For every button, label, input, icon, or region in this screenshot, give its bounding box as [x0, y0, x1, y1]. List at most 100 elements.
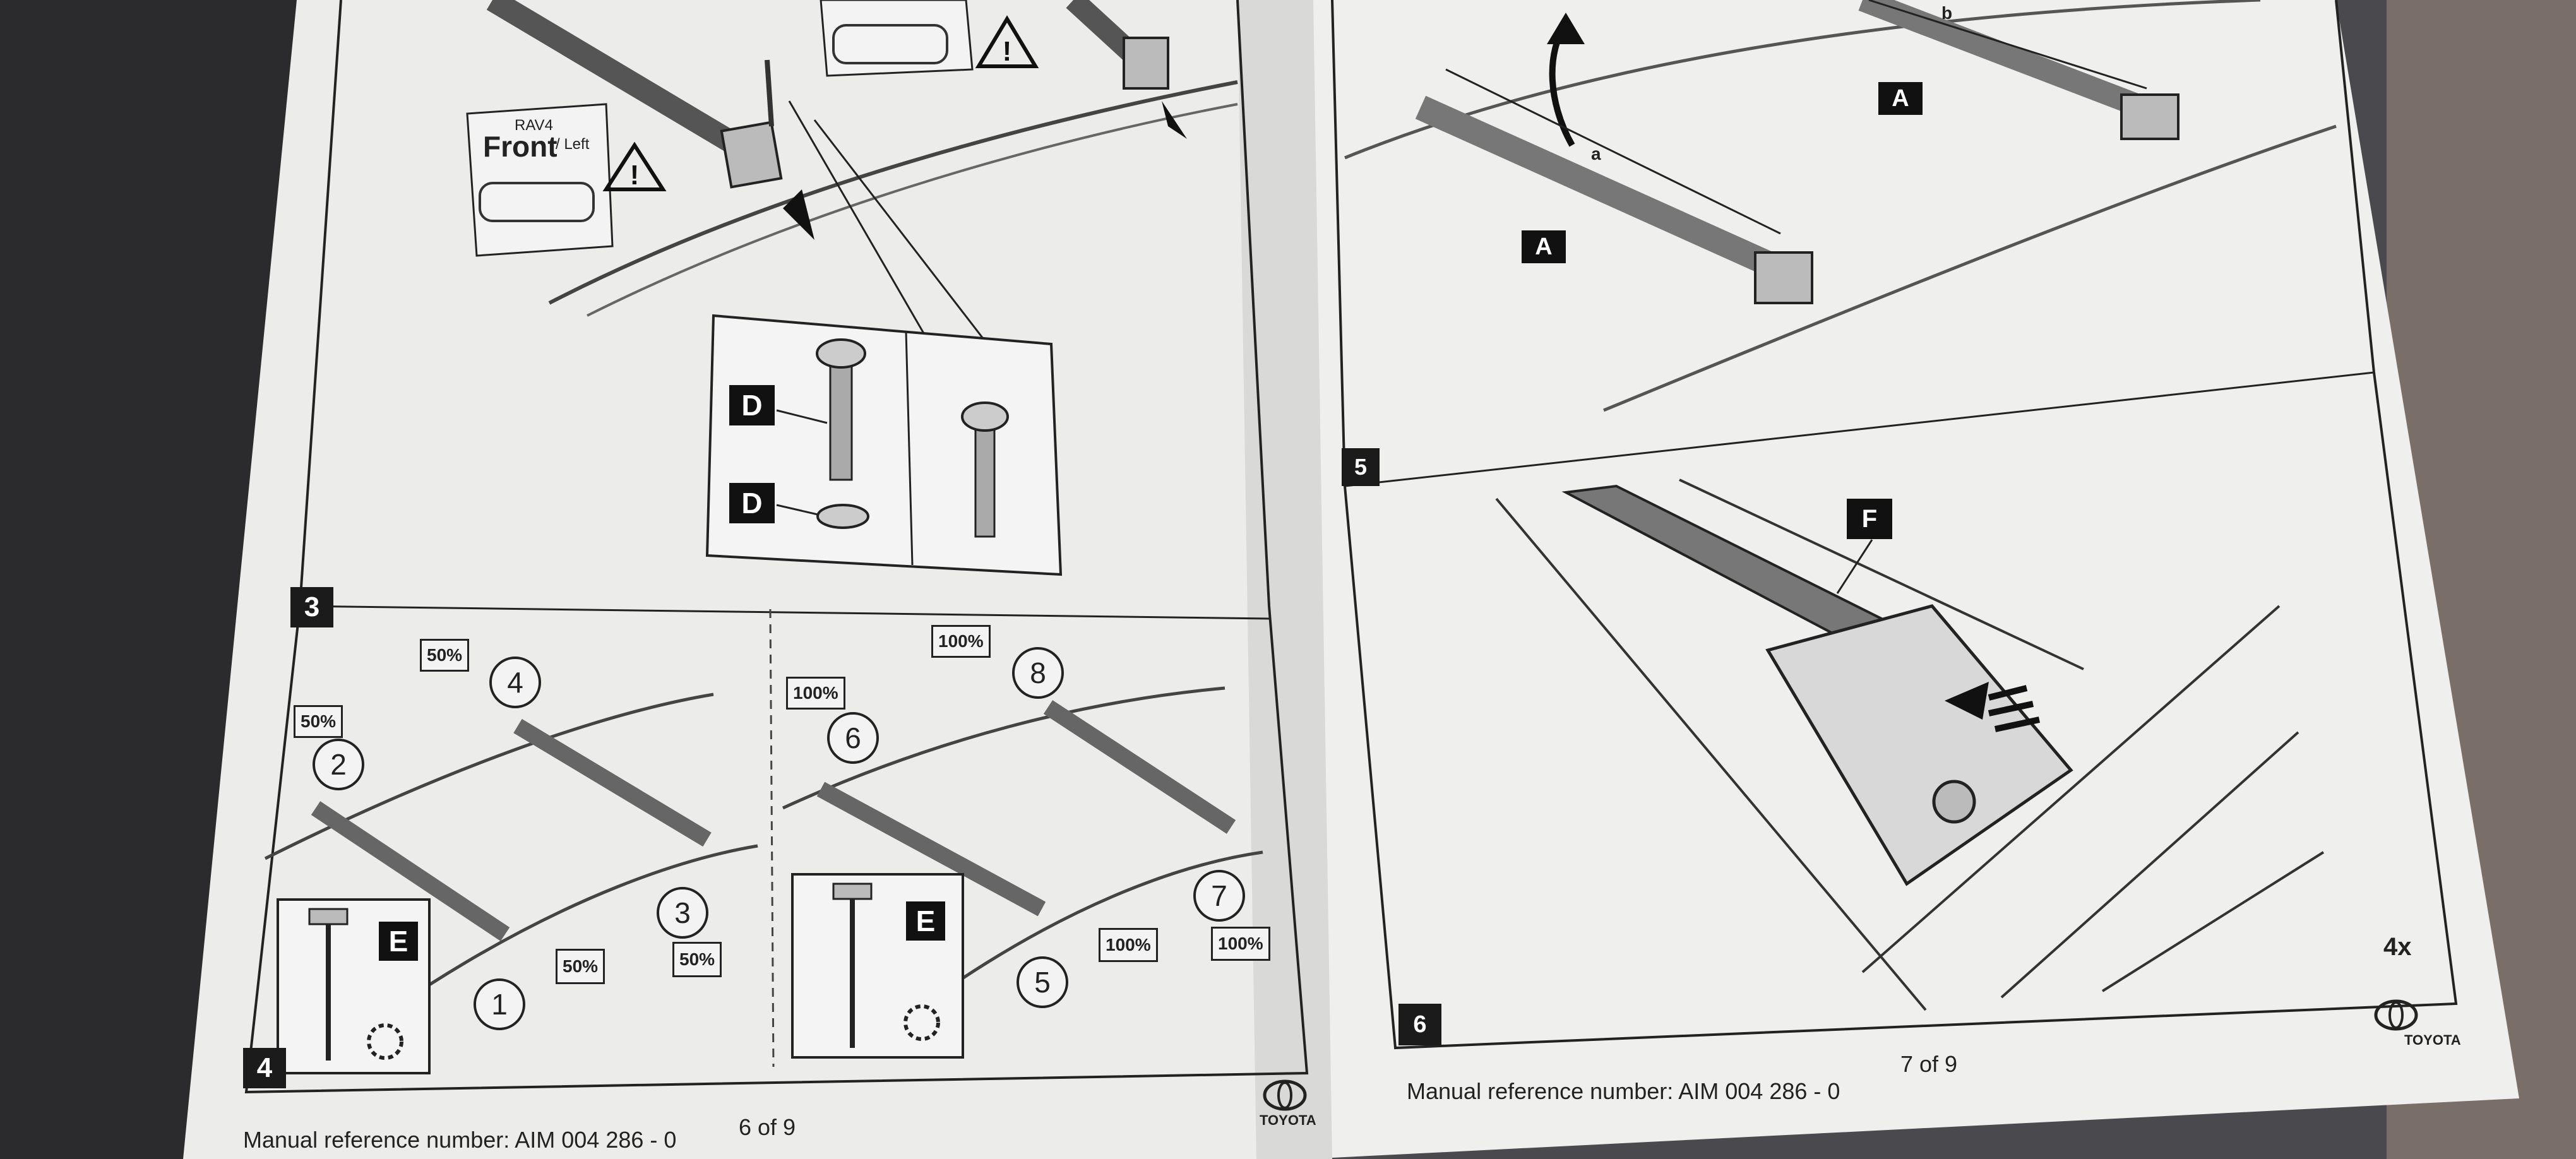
step4-bar-front-right	[816, 782, 1046, 917]
step-badge-3: 3	[290, 587, 333, 627]
left-footer-brand: TOYOTA	[1260, 1112, 1316, 1128]
step6-rail-4	[2000, 731, 2299, 999]
right-page-frame	[1331, 0, 2458, 1050]
part-label-f: F	[1847, 499, 1892, 539]
label-d-lower-leader	[776, 504, 818, 516]
part-label-d-upper: D	[729, 385, 775, 425]
step4-roof-right-a	[782, 686, 1225, 810]
step5-arrowhead	[1547, 13, 1585, 44]
left-footer-page: 6 of 9	[739, 1114, 796, 1140]
dimension-label-a: a	[1591, 144, 1601, 163]
step3-arrow-2	[1162, 101, 1187, 139]
pct-label-8: 100%	[931, 625, 991, 658]
right-footer-brand: TOYOTA	[2404, 1032, 2461, 1048]
pct-label-7: 100%	[1211, 927, 1270, 961]
part-label-a-left: A	[1522, 230, 1566, 263]
step4-number-4: 4	[489, 657, 541, 708]
step3-roof-rail-2	[587, 103, 1238, 317]
pct-label-3: 50%	[672, 942, 722, 977]
left-footer-reference: Manual reference number: AIM 004 286 - 0	[243, 1127, 677, 1153]
right-footer-reference: Manual reference number: AIM 004 286 - 0	[1407, 1078, 1840, 1104]
step4-number-6: 6	[827, 712, 879, 764]
bolt-detail-box	[705, 314, 1063, 576]
step3-zoom-line-2	[813, 119, 986, 342]
step-badge-5: 5	[1342, 448, 1380, 486]
step3-crossbar	[486, 0, 764, 168]
step4-bar-rear-right	[1043, 700, 1236, 834]
toyota-logo-right-inner	[2388, 1001, 2404, 1029]
car-icon-top	[832, 24, 948, 64]
step4-roof-right-b	[933, 850, 1263, 999]
left-page-frame	[244, 0, 1309, 1094]
step-badge-4: 4	[243, 1048, 286, 1088]
part-label-a-right: A	[1878, 82, 1923, 115]
step4-number-7: 7	[1193, 870, 1245, 922]
step4-number-8: 8	[1012, 647, 1064, 699]
step5-foot-a	[1754, 251, 1813, 304]
right-page-sheet	[1275, 0, 2519, 1159]
step4-roof-left-b	[428, 844, 758, 987]
step6-push-arrow	[1945, 682, 1989, 720]
step3-foot	[720, 121, 783, 189]
step5-roof-rail-low	[1603, 124, 2337, 412]
step3-zoom-line-1	[788, 100, 929, 342]
svg-text:!: !	[1003, 36, 1012, 67]
warning-icon-top	[975, 15, 1039, 68]
step3-bolt	[765, 59, 774, 127]
step3-arrow-1	[783, 189, 814, 240]
step5-dim-a	[1445, 68, 1781, 235]
step3-roof-rail	[548, 80, 1238, 305]
step6-push-line-2	[1988, 701, 2034, 716]
label-f-leader	[1836, 539, 1873, 594]
front-left-panel	[466, 103, 614, 257]
step6-push-line-1	[1988, 685, 2028, 701]
pct-label-4: 50%	[420, 639, 470, 672]
part-label-e-right: E	[906, 901, 945, 941]
bolt-head-left	[816, 338, 866, 369]
pct-label-2: 50%	[294, 705, 343, 738]
step-badge-6: 6	[1398, 1004, 1441, 1045]
car-icon-left	[479, 182, 595, 222]
step4-number-5: 5	[1017, 956, 1068, 1008]
step6-push-line-3	[1994, 716, 2041, 732]
torque-icon-right	[903, 1004, 940, 1041]
warning-icon-left	[602, 141, 667, 191]
tool-e-left-handle	[308, 908, 349, 925]
left-dash-divider	[769, 609, 775, 1067]
step4-number-3: 3	[657, 887, 708, 939]
left-page-sheet	[183, 0, 1332, 1159]
left-divider-3-4	[296, 605, 1270, 620]
step4-number-2: 2	[313, 739, 364, 790]
front-left-panel-top	[820, 0, 974, 77]
bolt-detail-divider	[905, 331, 914, 566]
step4-bar-rear-left	[513, 718, 712, 847]
front-left-title: Front	[483, 130, 558, 163]
pct-label-5: 100%	[1099, 928, 1158, 962]
svg-text:!: !	[630, 160, 640, 191]
step5-crossbar-b	[1858, 0, 2164, 124]
step6-bolt	[1932, 780, 1976, 824]
pct-label-6: 100%	[786, 677, 845, 710]
toyota-logo-left-inner	[1277, 1081, 1292, 1109]
front-left-side: / Left	[556, 136, 590, 153]
step4-bar-front-left	[311, 801, 510, 941]
bolt-head-right	[961, 401, 1009, 432]
step5-crossbar-a	[1415, 95, 1805, 290]
part-label-e-left: E	[379, 922, 418, 961]
step6-rail-3	[1861, 605, 2281, 973]
tool-e-right-handle	[832, 883, 873, 900]
dimension-label-b: b	[1941, 3, 1953, 23]
right-divider-5-6	[1344, 371, 2375, 487]
step4-number-1: 1	[474, 978, 525, 1030]
front-left-model: RAV4	[515, 117, 553, 134]
label-d-upper-leader	[776, 409, 828, 424]
torque-icon-left	[367, 1023, 403, 1060]
step6-foot-body	[1765, 604, 2073, 886]
step6-rail-5	[2101, 851, 2325, 992]
bolt-shank-right	[974, 415, 996, 538]
part-label-d-lower: D	[729, 483, 775, 523]
step6-rail-1	[1495, 497, 1927, 1011]
step3-foot-right	[1123, 37, 1169, 90]
step5-foot-b	[2120, 93, 2179, 140]
